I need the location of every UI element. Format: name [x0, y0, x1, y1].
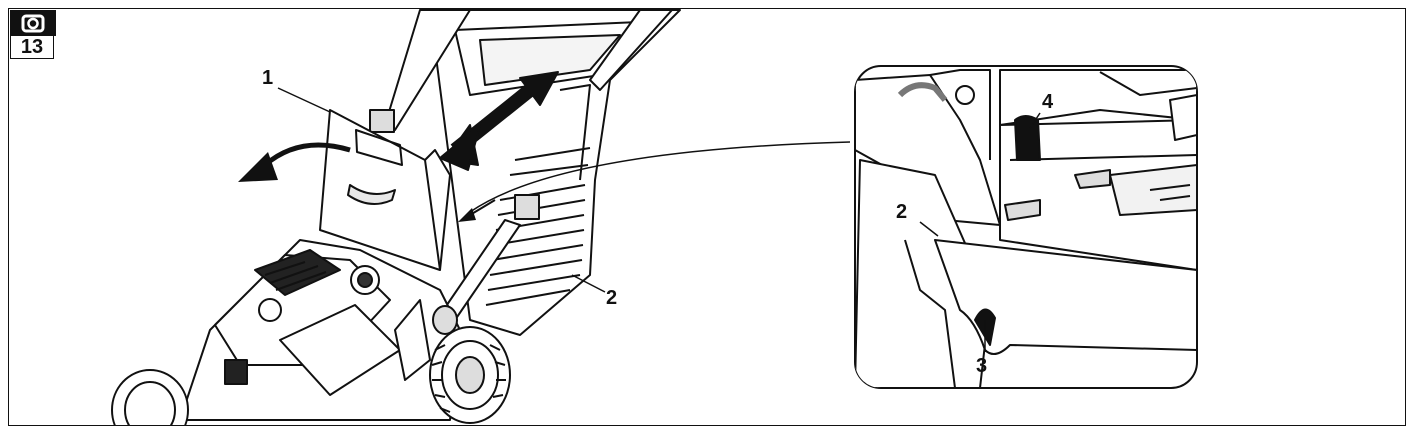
figure-frame: [8, 8, 1406, 426]
rear-wheel: [429, 326, 511, 424]
leader-line-1: [277, 87, 331, 113]
leader-line-2: [571, 274, 606, 293]
camera-icon: [10, 10, 56, 36]
callout-inset-4: 4: [1042, 91, 1054, 113]
mower-body: [179, 239, 461, 421]
inset-connector-line: [469, 141, 851, 213]
callout-inset-2: 2: [896, 201, 908, 223]
leader-line-inset-2: [919, 221, 939, 237]
callout-1: 1: [262, 67, 274, 89]
callout-2: 2: [606, 287, 618, 309]
detail-inset: [854, 65, 1198, 389]
flap-open-arrow: [238, 142, 351, 182]
figure-number: 13: [10, 35, 54, 59]
leader-line-inset-4: [1029, 112, 1041, 129]
front-wheel: [111, 369, 189, 425]
callout-inset-3: 3: [976, 355, 988, 377]
figure-badge: 13: [10, 10, 56, 60]
insert-remove-arrow: [439, 71, 559, 171]
